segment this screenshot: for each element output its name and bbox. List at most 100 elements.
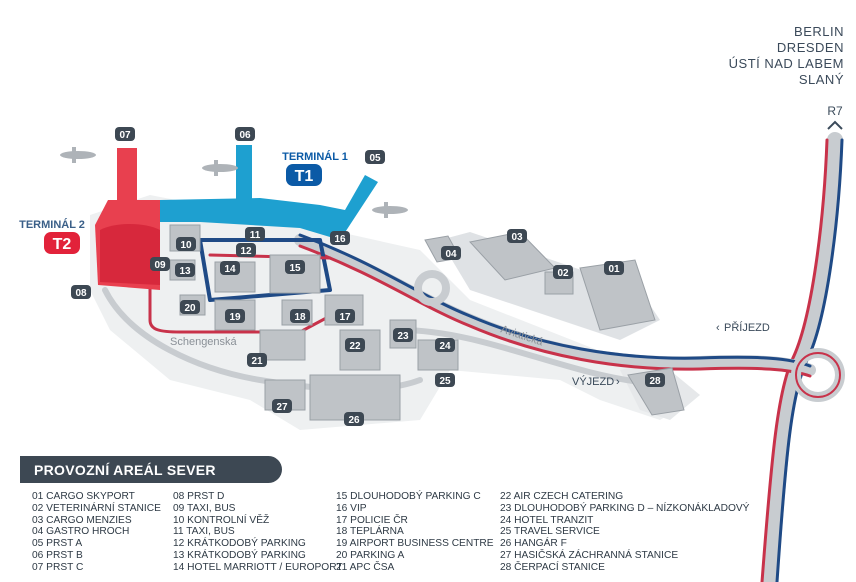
destination-slany: SLANÝ [798,72,844,87]
terminal-1-building [160,145,378,240]
map-badge-11: 11 [245,227,265,241]
map-badge-01: 01 [604,261,624,275]
map-badge-26: 26 [344,412,364,426]
svg-text:22: 22 [349,341,361,352]
legend-item: 18 TEPLÁRNA [336,526,404,538]
legend-item: 14 HOTEL MARRIOTT / EUROPORT [173,561,343,573]
map-badge-10: 10 [176,237,196,251]
map-badge-16: 16 [330,231,350,245]
legend-item: 25 TRAVEL SERVICE [500,526,600,538]
svg-text:26: 26 [348,415,360,426]
map-badge-20: 20 [180,300,200,314]
map-badge-21: 21 [247,353,267,367]
destination-list: BERLIN DRESDEN ÚSTÍ NAD LABEM SLANÝ [729,24,844,88]
legend-item: 08 PRST D [173,491,225,502]
terminal-2-badge-bg [44,232,80,254]
street-label-schengenska: Schengenská [170,336,238,348]
svg-text:13: 13 [179,266,191,277]
map-badge-04: 04 [441,246,461,260]
svg-text:17: 17 [339,312,351,323]
map-badge-17: 17 [335,309,355,323]
exit-label: VÝJEZD [572,375,614,388]
terminal-2-badge: T2 [53,236,72,253]
legend-item: 22 AIR CZECH CATERING [500,491,624,502]
map-badge-14: 14 [220,261,240,275]
map-badge-08: 08 [71,285,91,299]
entry-label: PŘÍJEZD [724,321,770,334]
svg-text:18: 18 [294,312,306,323]
svg-text:20: 20 [184,303,196,314]
legend-column-3: 15 DLOUHODOBÝ PARKING C 16 VIP 17 POLICI… [336,491,494,574]
svg-text:09: 09 [154,260,166,271]
legend-column-1: 01 CARGO SKYPORT 02 VETERINÁRNÍ STANICE … [32,491,161,574]
svg-text:08: 08 [75,288,87,299]
legend-column-2: 08 PRST D 09 TAXI, BUS 10 KONTROLNÍ VĚŽ … [173,491,343,574]
legend-item: 07 PRST C [32,561,84,573]
destination-berlin: BERLIN [794,24,844,39]
map-badge-05: 05 [365,150,385,164]
legend-item: 19 AIRPORT BUSINESS CENTRE [336,538,494,550]
legend-item: 23 DLOUHODOBÝ PARKING D – NÍZKONÁKLADOVÝ [500,502,750,514]
north-arrow-icon [827,120,843,130]
legend-item: 12 KRÁTKODOBÝ PARKING [173,538,306,550]
map-badge-13: 13 [175,263,195,277]
svg-text:02: 02 [557,268,569,279]
svg-text:04: 04 [445,249,457,260]
map-number-badges: 01 02 03 04 05 06 07 08 09 10 11 12 13 14 15 16 17 18 19 20… [71,127,665,426]
map-badge-27: 27 [272,399,292,413]
svg-text:15: 15 [289,263,301,274]
entry-arrow-icon: ‹ [716,322,720,334]
svg-text:27: 27 [276,402,288,413]
legend-item: 01 CARGO SKYPORT [32,491,135,502]
terminal-2-building [95,148,160,290]
svg-text:10: 10 [180,240,192,251]
svg-text:05: 05 [369,153,381,164]
map-badge-18: 18 [290,309,310,323]
terminal-1-badge-bg [286,164,322,186]
legend-item: 26 HANGÁR F [500,538,567,550]
terminal-2-label: TERMINÁL 2 [19,218,85,231]
map-badge-15: 15 [285,260,305,274]
map-badge-28: 28 [645,373,665,387]
legend-item: 17 POLICIE ČR [336,514,408,526]
map-badge-06: 06 [235,127,255,141]
map-badge-19: 19 [225,309,245,323]
map-badge-25: 25 [435,373,455,387]
legend-item: 06 PRST B [32,549,83,561]
svg-text:24: 24 [439,341,451,352]
airplane-icons [60,145,408,218]
road-r7-label: R7 [827,104,843,118]
map-badge-12: 12 [236,243,256,257]
svg-text:28: 28 [649,376,661,387]
legend-item: 16 VIP [336,502,367,514]
terminal-1-label: TERMINÁL 1 [282,150,348,163]
map-badge-09: 09 [150,257,170,271]
legend-item: 27 HASIČSKÁ ZÁCHRANNÁ STANICE [500,549,679,561]
legend-item: 28 ČERPACÍ STANICE [500,561,605,573]
map-badge-24: 24 [435,338,455,352]
legend-item: 11 TAXI, BUS [173,526,235,538]
legend-item: 21 APC ČSA [336,561,395,573]
destination-dresden: DRESDEN [776,40,844,55]
destination-usti: ÚSTÍ NAD LABEM [728,56,844,71]
legend-item: 10 KONTROLNÍ VĚŽ [173,514,270,526]
map-badge-03: 03 [507,229,527,243]
svg-text:03: 03 [511,232,523,243]
legend-item: 09 TAXI, BUS [173,502,236,514]
svg-text:16: 16 [334,234,346,245]
legend-title: PROVOZNÍ AREÁL SEVER [34,462,216,478]
terminal-1-badge: T1 [295,168,314,185]
map-badge-23: 23 [393,328,413,342]
legend-item: 02 VETERINÁRNÍ STANICE [32,502,161,514]
legend-title-bar: PROVOZNÍ AREÁL SEVER [20,456,282,483]
svg-text:19: 19 [229,312,241,323]
svg-text:07: 07 [119,130,131,141]
legend-item: 05 PRST A [32,538,83,550]
legend-item: 20 PARKING A [336,549,405,561]
svg-text:25: 25 [439,376,451,387]
svg-text:21: 21 [251,356,263,367]
legend-item: 04 GASTRO HROCH [32,526,130,538]
map-badge-07: 07 [115,127,135,141]
exit-arrow-icon: › [616,376,620,388]
